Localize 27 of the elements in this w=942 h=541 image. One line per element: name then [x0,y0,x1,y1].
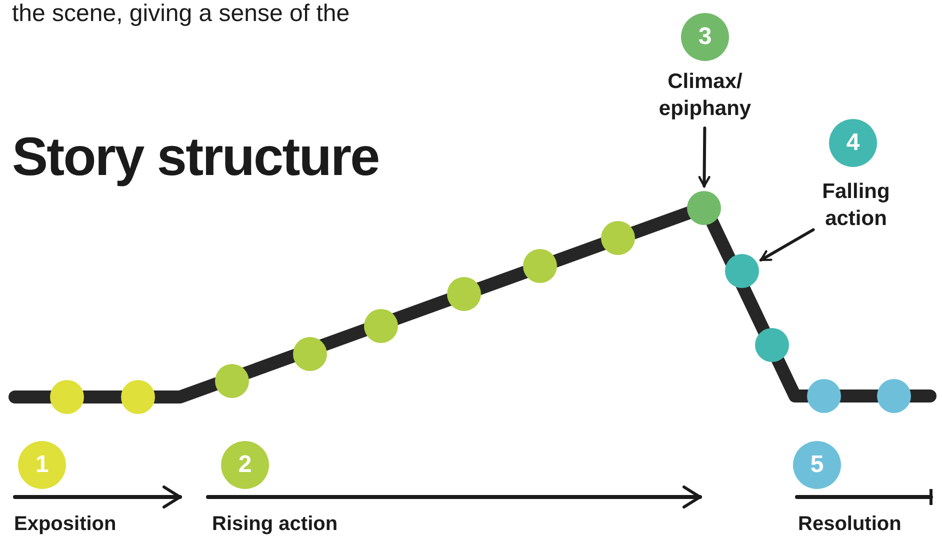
number-badge: 3 [681,13,729,61]
plot-point [877,379,911,413]
plot-point [687,191,721,225]
arrow [698,126,710,188]
plot-point [121,380,155,414]
plot-point [364,309,398,343]
plot-point [293,337,327,371]
stage-label: Climax/ epiphany [650,64,760,126]
plot-point [755,328,789,362]
number-badge: 5 [793,441,841,489]
arrow [760,228,815,262]
body-text: the scene, giving a sense of the [12,2,350,26]
plot-point [601,221,635,255]
plot-point [50,380,84,414]
plot-point [807,379,841,413]
stage-label: Falling action [815,177,897,233]
plot-point [725,254,759,288]
phase-label: Rising action [212,514,338,534]
plot-point [523,249,557,283]
phase-label: Resolution [798,514,902,534]
number-badge: 4 [829,119,877,167]
title: Story structure [12,130,379,184]
phase-label: Exposition [14,514,116,534]
number-badge: 2 [221,441,269,489]
plot-point [447,277,481,311]
number-badge: 1 [18,441,66,489]
plot-point [215,364,249,398]
